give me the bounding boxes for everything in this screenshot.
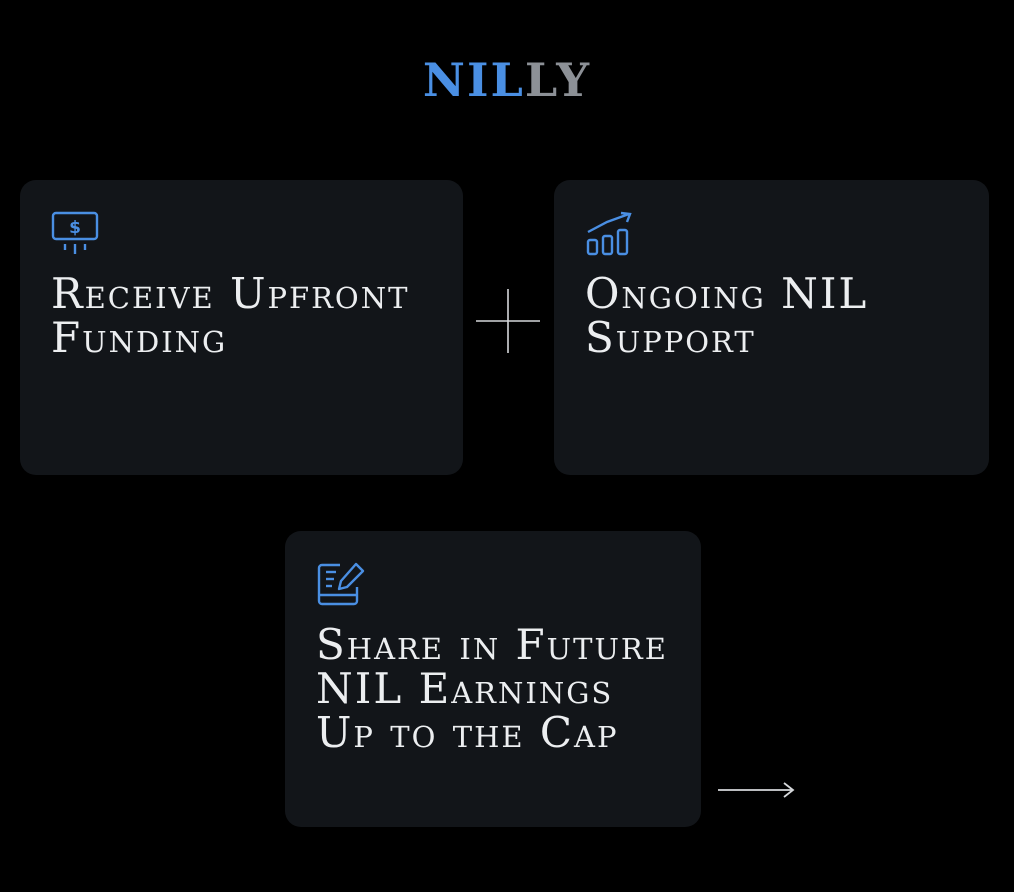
logo-part-ly: LY [524,53,592,107]
growth-chart-icon [586,211,632,256]
contract-edit-icon [317,562,365,606]
svg-text:$: $ [69,218,81,238]
dollar-presentation-icon: $ [51,211,99,254]
card-title: Share in Future NIL Earnings Up to the C… [316,620,668,757]
card-future-earnings: Share in Future NIL Earnings Up to the C… [285,531,701,827]
arrow-right-icon [718,782,795,798]
card-title: Ongoing NIL Support [585,269,869,362]
plus-icon [476,289,540,353]
card-ongoing-support: Ongoing NIL Support [554,180,989,475]
logo-part-nil: NIL [422,53,525,107]
card-title: Receive Upfront Funding [51,269,410,362]
brand-logo: NILLY [0,52,1014,108]
card-upfront-funding: $ Receive Upfront Funding [20,180,463,475]
